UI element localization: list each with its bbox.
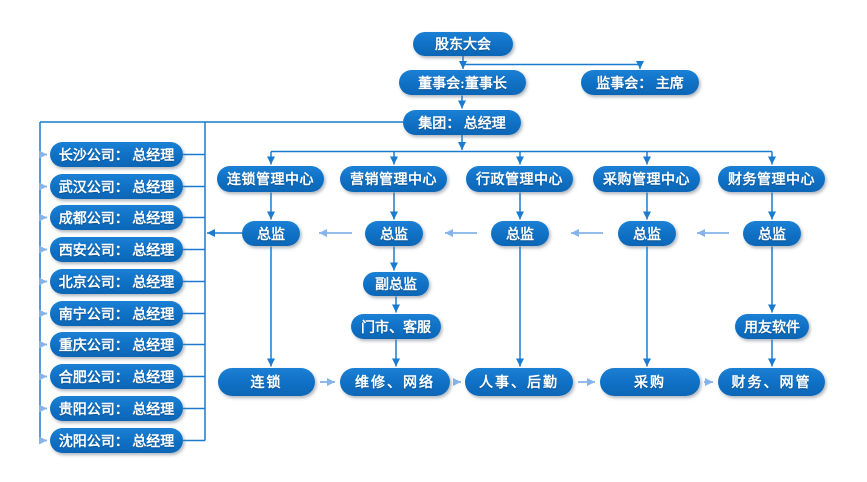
node-group-gm: 集团： 总经理 xyxy=(403,110,521,135)
node-center-marketing: 营销管理中心 xyxy=(340,166,447,192)
node-store-customer-service: 门市、客服 xyxy=(351,314,441,339)
node-director-chain: 总监 xyxy=(242,221,300,246)
node-company-beijing: 北京公司： 总经理 xyxy=(50,269,183,294)
node-company-changsha: 长沙公司： 总经理 xyxy=(50,142,183,167)
node-dept-purchasing: 采购 xyxy=(600,368,700,396)
node-dept-repair-network: 维修、网络 xyxy=(340,368,450,396)
node-shareholders-meeting: 股东大会 xyxy=(413,32,513,56)
node-company-hefei: 合肥公司： 总经理 xyxy=(50,364,183,389)
node-director-finance: 总监 xyxy=(743,221,801,246)
node-center-finance: 财务管理中心 xyxy=(718,166,825,192)
node-director-admin: 总监 xyxy=(491,221,549,246)
node-company-shenyang: 沈阳公司： 总经理 xyxy=(50,428,183,453)
node-center-admin: 行政管理中心 xyxy=(466,166,573,192)
node-company-guiyang: 贵阳公司： 总经理 xyxy=(50,396,183,421)
node-company-chengdu: 成都公司： 总经理 xyxy=(50,205,183,230)
node-director-purchasing: 总监 xyxy=(618,221,676,246)
node-director-marketing: 总监 xyxy=(365,221,423,246)
node-supervisory-board: 监事会： 主席 xyxy=(581,70,699,95)
node-dept-finance-network: 财务、网管 xyxy=(718,368,825,396)
node-board-chairman: 董事会:董事长 xyxy=(399,70,526,95)
node-company-xian: 西安公司： 总经理 xyxy=(50,237,183,262)
node-ufida-software: 用友软件 xyxy=(735,314,809,339)
node-center-chain: 连锁管理中心 xyxy=(217,166,324,192)
node-deputy-director: 副总监 xyxy=(363,272,429,296)
node-center-purchasing: 采购管理中心 xyxy=(593,166,700,192)
node-company-wuhan: 武汉公司： 总经理 xyxy=(50,174,183,199)
node-dept-hr-logistics: 人事、后勤 xyxy=(465,368,573,396)
node-company-nanning: 南宁公司： 总经理 xyxy=(50,301,183,326)
node-company-chongqing: 重庆公司： 总经理 xyxy=(50,332,183,357)
node-dept-chain: 连锁 xyxy=(218,368,315,396)
